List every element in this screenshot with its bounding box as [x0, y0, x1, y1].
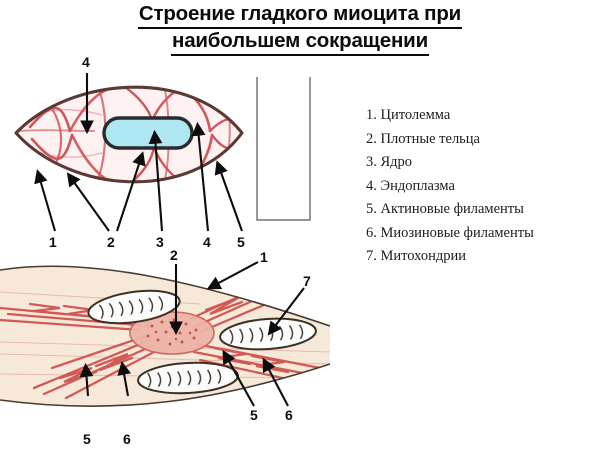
cytolemma-outline: [14, 85, 244, 184]
arrow-to-cytolemma: [34, 169, 57, 232]
arrow-to-actin-filaments: [214, 160, 243, 232]
page-title-line-2: наибольшем сокращении: [171, 29, 429, 56]
top-figure-label-5: 5: [237, 234, 245, 250]
mitochondrion-upper-left: [87, 289, 181, 325]
bottom-figure-label-2: 2: [170, 248, 178, 263]
legend-item-6: 6. Миозиновые филаменты: [366, 224, 534, 241]
legend-item-7: 7. Митохондрии: [366, 248, 467, 264]
pointer-arrows-top-figure: [34, 73, 243, 232]
cytolemma-band-outline: [0, 265, 331, 408]
bracket-marker: [256, 77, 311, 221]
legend-item-4: 4. Эндоплазма: [366, 177, 455, 194]
legend-item-5: 5. Актиновые филаменты: [366, 201, 524, 217]
arrow-to-myosin-left: [117, 360, 132, 397]
legend-item-2: 2. Плотные тельца: [366, 130, 480, 147]
bottom-figure-label-7: 7: [303, 273, 311, 289]
legend-item-1: 1. Цитолемма: [366, 107, 451, 123]
arrow-to-actin-left: [79, 362, 94, 397]
bottom-figure-label-6-right: 6: [285, 407, 293, 423]
arrow-to-cytolemma-bottom: [206, 261, 259, 290]
legend-item-3: 3. Ядро: [366, 154, 413, 170]
arrow-to-actin-right: [222, 349, 255, 407]
bottom-figure-label-6-left: 6: [123, 431, 131, 447]
page-title-line-1: Строение гладкого миоцита при: [137, 2, 463, 29]
arrow-to-myosin-right: [262, 357, 289, 407]
legend-list: 1. Цитолемма 2. Плотные тельца 3. Ядро 4…: [366, 104, 598, 269]
arrow-to-dense-body-a: [66, 172, 110, 232]
bottom-figure-label-1: 1: [260, 249, 268, 265]
arrow-to-endoplasm-bottom: [191, 121, 210, 232]
top-figure-label-4-upper: 4: [82, 55, 90, 70]
top-figure-label-4-lower: 4: [203, 234, 211, 250]
arrow-to-mitochondrion: [267, 287, 305, 336]
arrow-to-nucleus: [148, 129, 164, 232]
figure-top-smooth-myocyte: 4 1 2 3 4 5: [10, 55, 330, 250]
nucleus-shape: [102, 116, 194, 150]
bottom-figure-label-5-left: 5: [83, 431, 91, 447]
top-figure-label-1: 1: [49, 234, 57, 250]
page-title: Строение гладкого миоцита при наибольшем…: [0, 2, 600, 56]
figure-bottom-myocyte-section: 2 1 7 5 6 5 6: [0, 248, 345, 450]
arrow-to-dense-body-b: [116, 151, 146, 232]
pointer-arrows-bottom-figure: [79, 261, 305, 407]
bottom-figure-label-5-right: 5: [250, 407, 258, 423]
top-figure-label-2: 2: [107, 234, 115, 250]
top-figure-label-3: 3: [156, 234, 164, 250]
